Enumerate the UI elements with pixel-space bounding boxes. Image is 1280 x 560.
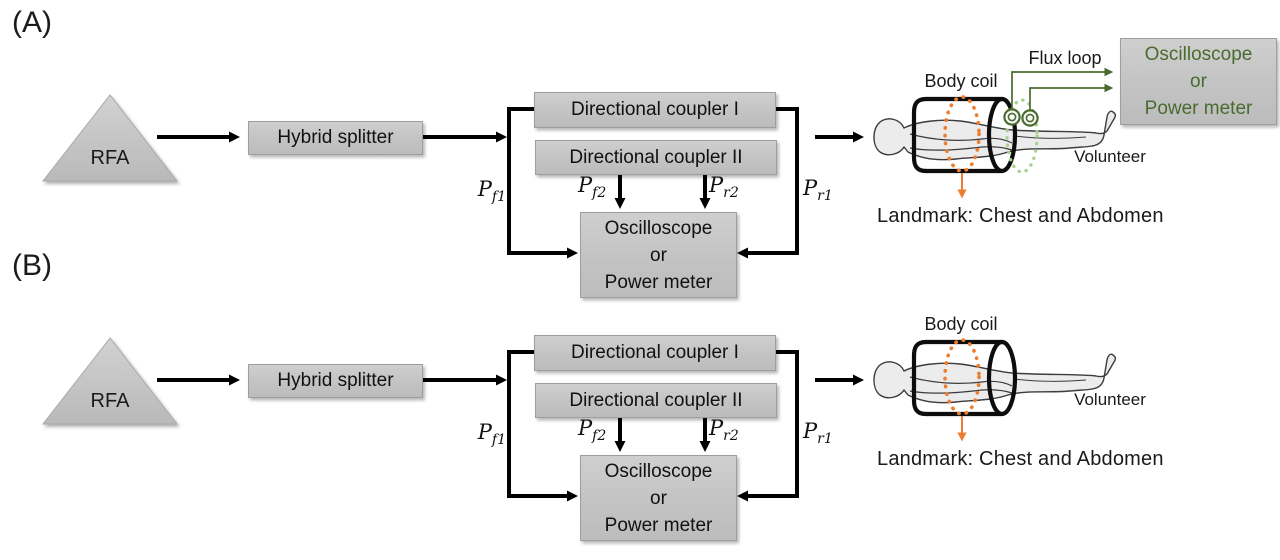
pr1-label-b: Pr1 xyxy=(803,419,833,448)
directional-coupler-1-label: Directional coupler I xyxy=(571,342,739,363)
pf1-label-b: Pf1 xyxy=(477,420,506,449)
oscilloscope-line3: Power meter xyxy=(604,271,713,293)
pr2-label-b: Pr2 xyxy=(709,416,739,445)
body-coil-label-b: Body coil xyxy=(924,314,998,334)
directional-coupler-1-label: Directional coupler I xyxy=(571,99,739,120)
flux-loop-coils xyxy=(1003,108,1039,127)
pf2-label-a: Pf2 xyxy=(578,173,607,202)
pr1-label-a: Pr1 xyxy=(803,176,833,205)
hybrid-splitter-box-b: Hybrid splitter xyxy=(248,364,423,398)
body-coil-label-a: Body coil xyxy=(924,71,998,91)
flux-loop-graphics xyxy=(1003,67,1114,174)
volunteer-label-a: Volunteer xyxy=(1074,147,1146,166)
hybrid-splitter-label: Hybrid splitter xyxy=(277,127,394,148)
oscilloscope-box-b: Oscilloscope or Power meter xyxy=(580,455,737,541)
directional-coupler-2-label: Directional coupler II xyxy=(569,389,743,411)
flux-oscilloscope-box: Oscilloscope or Power meter xyxy=(1120,38,1277,125)
flux-region-ellipse xyxy=(1005,98,1039,174)
panel-b-tag: (B) xyxy=(12,249,52,282)
pf2-label-b: Pf2 xyxy=(578,416,607,445)
flux-loop-label: Flux loop xyxy=(1028,48,1102,68)
flux-oscilloscope-line1: Oscilloscope xyxy=(1144,44,1253,65)
hybrid-splitter-label: Hybrid splitter xyxy=(277,370,394,391)
directional-coupler-2-box-a: Directional coupler II xyxy=(535,140,777,175)
panel-a-tag: (A) xyxy=(12,6,52,39)
oscilloscope-line2: or xyxy=(650,244,667,266)
flux-wire-2 xyxy=(1029,83,1114,110)
flux-oscilloscope-line3: Power meter xyxy=(1144,98,1253,119)
oscilloscope-box-a: Oscilloscope or Power meter xyxy=(580,212,737,298)
oscilloscope-line1: Oscilloscope xyxy=(604,460,713,482)
volunteer-label-b: Volunteer xyxy=(1074,390,1146,409)
oscilloscope-line3: Power meter xyxy=(604,514,713,536)
hybrid-splitter-box-a: Hybrid splitter xyxy=(248,121,423,155)
rfa-label-b: RFA xyxy=(90,390,130,412)
directional-coupler-2-box-b: Directional coupler II xyxy=(535,383,777,418)
directional-coupler-2-label: Directional coupler II xyxy=(569,146,743,168)
pr2-label-a: Pr2 xyxy=(709,173,739,202)
landmark-label-b: Landmark: Chest and Abdomen xyxy=(877,448,1164,470)
directional-coupler-1-box-a: Directional coupler I xyxy=(534,92,776,128)
oscilloscope-line2: or xyxy=(650,487,667,509)
flux-oscilloscope-line2: or xyxy=(1190,71,1207,92)
oscilloscope-line1: Oscilloscope xyxy=(604,217,713,239)
landmark-label-a: Landmark: Chest and Abdomen xyxy=(877,205,1164,227)
directional-coupler-1-box-b: Directional coupler I xyxy=(534,335,776,371)
rfa-label-a: RFA xyxy=(90,147,130,169)
flux-wire-1 xyxy=(1011,67,1114,109)
pf1-label-a: Pf1 xyxy=(477,177,506,206)
